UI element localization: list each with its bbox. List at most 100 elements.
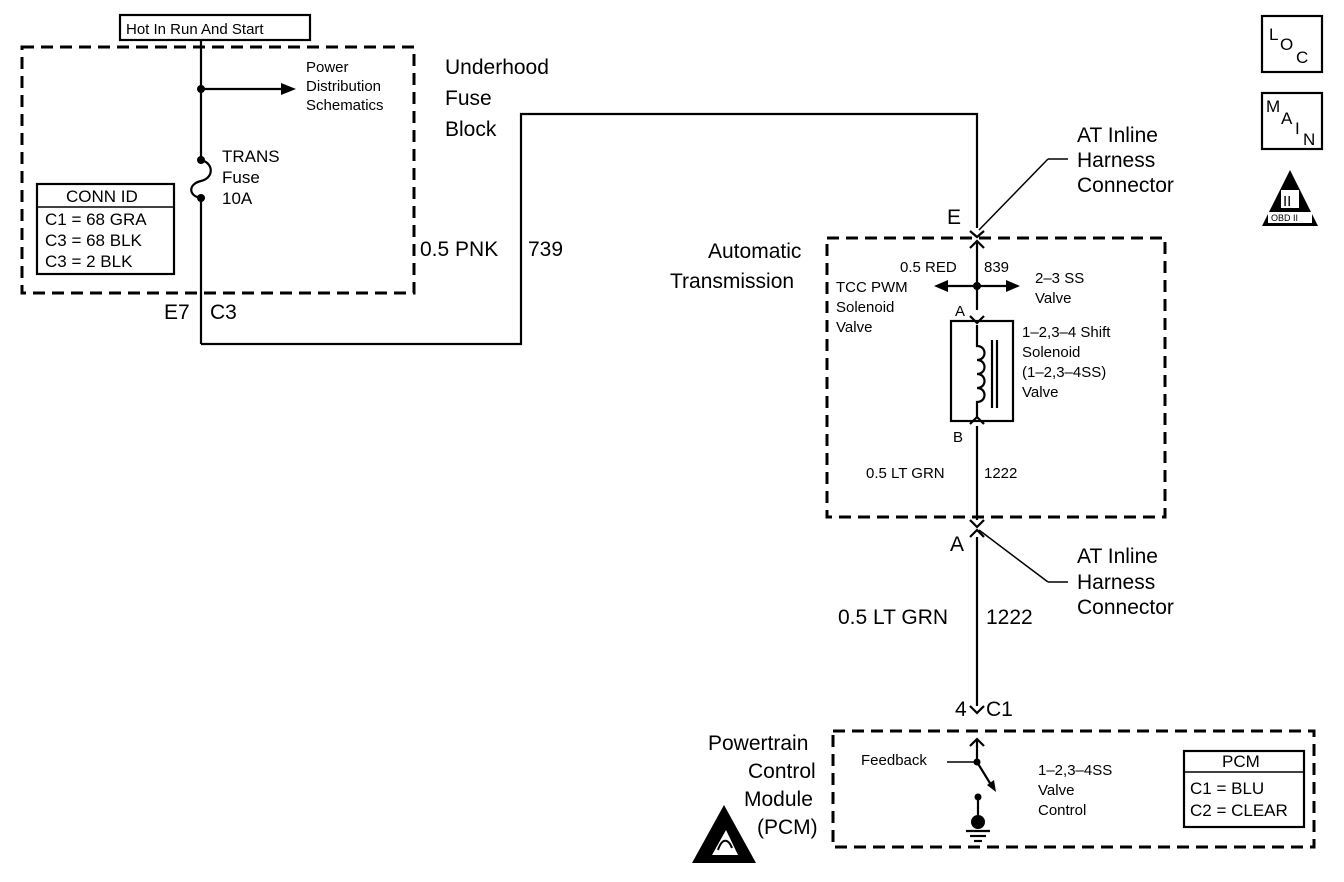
fuse-label-line: 10A xyxy=(222,189,253,208)
red-wire-circuit: 839 xyxy=(984,259,1009,276)
fuse-block-outline xyxy=(20,45,416,295)
fuse-block-connector: C3 xyxy=(210,301,237,324)
fuse-icon xyxy=(190,158,212,200)
inline-bottom-pin: A xyxy=(950,533,964,556)
connector-icon xyxy=(969,230,985,239)
main-letter: A xyxy=(1281,109,1293,128)
pcm-control-line: Control xyxy=(1038,802,1086,819)
power-source-text: Hot In Run And Start xyxy=(126,21,264,38)
pcm-name-line: Powertrain xyxy=(708,732,808,755)
solenoid-label-line: Valve xyxy=(1022,384,1058,401)
inline-top-label-line: Connector xyxy=(1077,174,1174,197)
tcc-pwm-text: Solenoid xyxy=(836,299,894,316)
connector-icon xyxy=(969,315,985,325)
power-source-label: Hot In Run And Start xyxy=(118,13,312,42)
pcm-id-title: PCM xyxy=(1222,752,1260,771)
loc-letter: C xyxy=(1296,48,1308,67)
ss-2-3-link[interactable]: 2–3 SS Valve xyxy=(1035,270,1084,307)
power-distribution-text: Power xyxy=(306,59,349,76)
connector-icon xyxy=(969,705,985,715)
pink-wire-circuit: 739 xyxy=(528,238,563,261)
pcm-control-label: 1–2,3–4SS Valve Control xyxy=(1038,762,1112,819)
transmission-outline xyxy=(825,236,1167,519)
loc-icon[interactable]: L O C xyxy=(1260,14,1324,74)
main-icon[interactable]: M A I N xyxy=(1260,91,1324,151)
green-wire-color: 0.5 LT GRN xyxy=(838,606,948,629)
fuse-terminal-dot xyxy=(197,156,205,164)
transmission-name-line: Automatic xyxy=(708,240,801,263)
red-wire-color: 0.5 RED xyxy=(900,259,957,276)
inline-bottom-label-line: Harness xyxy=(1077,571,1155,594)
inline-top-leader xyxy=(978,158,1049,231)
switch-arrow-icon xyxy=(987,780,996,792)
fuse-block-name-line: Fuse xyxy=(445,87,492,110)
main-letter: I xyxy=(1295,119,1300,138)
transmission-name: Automatic Transmission xyxy=(670,240,801,293)
pink-wire-color: 0.5 PNK xyxy=(420,238,498,261)
arrow-left-icon xyxy=(934,280,948,292)
inline-top-pin: E xyxy=(947,206,961,229)
conn-id-title: CONN ID xyxy=(66,187,138,206)
obd-label: OBD II xyxy=(1271,213,1298,223)
tcc-pwm-text: TCC PWM xyxy=(836,279,908,296)
solenoid-label-line: 1–2,3–4 Shift xyxy=(1022,324,1111,341)
ground-icon xyxy=(966,815,990,843)
pcm-id-row: C2 = CLEAR xyxy=(1190,801,1288,820)
fuse-label-line: Fuse xyxy=(222,168,260,187)
inline-bottom-label-line: Connector xyxy=(1077,596,1174,619)
conn-id-row: C3 = 2 BLK xyxy=(45,252,133,271)
obd-ii-icon[interactable]: II OBD II xyxy=(1262,170,1318,226)
inline-bottom-leader xyxy=(978,529,1049,583)
ss-2-3-text: Valve xyxy=(1035,290,1071,307)
fuse-block-name-line: Underhood xyxy=(445,56,549,79)
fuse-block-pin: E7 xyxy=(164,301,190,324)
feedback-label: Feedback xyxy=(861,752,927,769)
fuse-label: TRANS Fuse 10A xyxy=(222,147,280,208)
fuse-block-name: Underhood Fuse Block xyxy=(445,56,549,141)
pcm-connector-pin: 4 xyxy=(955,698,967,721)
conn-id-row: C3 = 68 BLK xyxy=(45,231,143,250)
esd-warning-icon xyxy=(692,805,756,863)
pcm-name-line: (PCM) xyxy=(757,816,818,839)
connector-icon xyxy=(969,737,985,747)
inline-top-label-line: AT Inline xyxy=(1077,124,1158,147)
power-distribution-text: Distribution xyxy=(306,78,381,95)
loc-letter: O xyxy=(1280,35,1293,54)
green-wire-circuit: 1222 xyxy=(986,606,1033,629)
inline-top-label: AT Inline Harness Connector xyxy=(1077,124,1174,197)
connector-icon xyxy=(969,528,985,538)
pcm-name: Powertrain Control Module (PCM) xyxy=(708,732,818,839)
tcc-pwm-text: Valve xyxy=(836,319,872,336)
pcm-name-line: Module xyxy=(744,788,813,811)
main-letter: M xyxy=(1266,97,1280,116)
main-letter: N xyxy=(1303,130,1315,149)
power-distribution-text: Schematics xyxy=(306,97,384,114)
pcm-id-row: C1 = BLU xyxy=(1190,779,1264,798)
obd-mark: II xyxy=(1283,193,1291,210)
pcm-control-line: Valve xyxy=(1038,782,1074,799)
fuse-label-line: TRANS xyxy=(222,147,280,166)
fuse-block-name-line: Block xyxy=(445,118,497,141)
solenoid-pin-b: B xyxy=(953,429,963,446)
tcc-pwm-link[interactable]: TCC PWM Solenoid Valve xyxy=(836,279,908,336)
arrow-right-icon xyxy=(1006,280,1020,292)
solenoid-pin-a: A xyxy=(955,303,965,320)
pcm-control-line: 1–2,3–4SS xyxy=(1038,762,1112,779)
inline-bottom-label: AT Inline Harness Connector xyxy=(1077,545,1174,619)
solenoid-label-line: (1–2,3–4SS) xyxy=(1022,364,1106,381)
solenoid-label-line: Solenoid xyxy=(1022,344,1080,361)
transmission-name-line: Transmission xyxy=(670,270,794,293)
inline-bottom-label-line: AT Inline xyxy=(1077,545,1158,568)
pcm-outline xyxy=(831,729,1316,849)
inline-top-label-line: Harness xyxy=(1077,149,1155,172)
connector-icon xyxy=(969,415,985,425)
green-wire-inner-circuit: 1222 xyxy=(984,465,1017,482)
power-distribution-link[interactable]: Power Distribution Schematics xyxy=(306,59,384,114)
conn-id-table: CONN ID C1 = 68 GRA C3 = 68 BLK C3 = 2 B… xyxy=(35,182,176,276)
pcm-id-table: PCM C1 = BLU C2 = CLEAR xyxy=(1182,749,1306,829)
pcm-connector-name: C1 xyxy=(986,698,1013,721)
solenoid-coil-icon xyxy=(975,325,999,418)
ss-2-3-text: 2–3 SS xyxy=(1035,270,1084,287)
loc-letter: L xyxy=(1269,25,1278,44)
